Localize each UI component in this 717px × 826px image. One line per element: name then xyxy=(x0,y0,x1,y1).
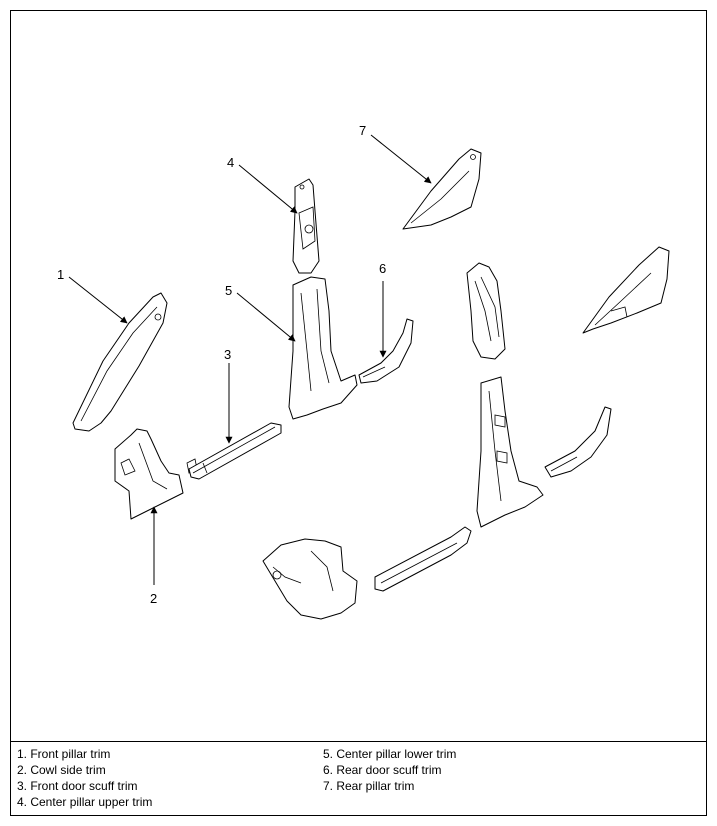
center-pillar-inner-view-part xyxy=(466,262,506,360)
leader-line-5 xyxy=(236,292,296,342)
callout-4: 4 xyxy=(227,155,234,170)
diagram-frame: 1 2 3 4 5 6 7 1. Front pillar trim 2. Co… xyxy=(10,10,707,816)
legend-item-5: 5. Center pillar lower trim xyxy=(323,747,457,761)
cowl-side-inner-view-part xyxy=(262,538,358,620)
cowl-side-trim-part xyxy=(114,428,198,520)
legend-right-column: 5. Center pillar lower trim 6. Rear door… xyxy=(323,746,456,794)
center-pillar-upper-trim-part xyxy=(292,178,320,274)
center-pillar-lower-trim-part xyxy=(288,276,358,420)
rear-pillar-trim-part xyxy=(402,148,482,230)
callout-6: 6 xyxy=(379,261,386,276)
leader-line-1 xyxy=(68,276,128,324)
front-door-scuff-trim-part xyxy=(188,422,282,480)
legend-item-3: 3. Front door scuff trim xyxy=(17,779,138,793)
leader-line-4 xyxy=(238,164,298,214)
legend-left-column: 1. Front pillar trim 2. Cowl side trim 3… xyxy=(17,746,152,810)
front-scuff-inner-view-part xyxy=(374,526,472,592)
legend-item-2: 2. Cowl side trim xyxy=(17,763,106,777)
front-pillar-trim-part xyxy=(72,292,168,432)
leader-line-7 xyxy=(370,134,432,184)
legend-item-7: 7. Rear pillar trim xyxy=(323,779,415,793)
legend-item-4: 4. Center pillar upper trim xyxy=(17,795,153,809)
callout-2: 2 xyxy=(150,591,157,606)
legend-item-6: 6. Rear door scuff trim xyxy=(323,763,442,777)
legend-item-1: 1. Front pillar trim xyxy=(17,747,111,761)
rear-scuff-inner-view-part xyxy=(544,406,612,478)
callout-3: 3 xyxy=(224,347,231,362)
exploded-parts-drawing: 1 2 3 4 5 6 7 xyxy=(57,123,670,620)
legend-divider xyxy=(11,741,706,742)
center-pillar-lower-inner-view-part xyxy=(476,376,544,528)
rear-pillar-inner-view-part xyxy=(582,246,670,334)
callout-5: 5 xyxy=(225,283,232,298)
rear-door-scuff-trim-part xyxy=(358,318,414,384)
callout-1: 1 xyxy=(57,267,64,282)
callout-7: 7 xyxy=(359,123,366,138)
